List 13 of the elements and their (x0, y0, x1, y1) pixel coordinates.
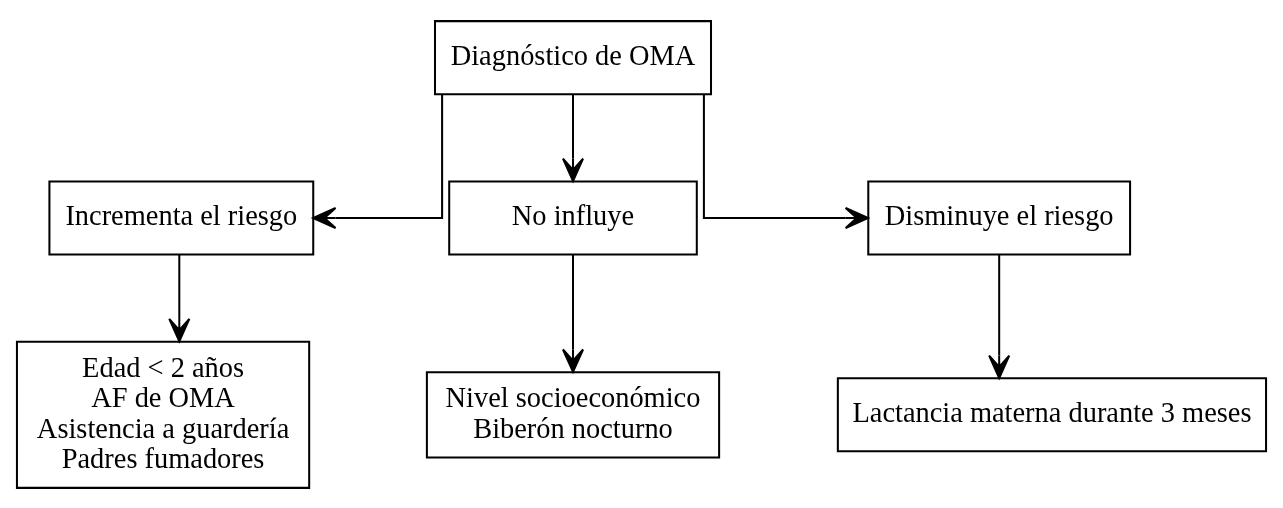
node-box: No influye (448, 179, 698, 255)
arrow (702, 94, 869, 229)
arrow (561, 254, 585, 373)
node-box: Lactancia materna durante 3 meses (836, 376, 1268, 452)
arrow (561, 94, 585, 182)
arrow (312, 94, 444, 229)
arrow (168, 254, 191, 342)
node-box: Diagnóstico de OMA (434, 19, 713, 95)
node-box: Nivel socioeconómico Biberón nocturno (425, 370, 721, 458)
arrow (988, 254, 1011, 379)
node-box: Edad < 2 años AF de OMA Asistencia a guardería Padres fumadores (15, 340, 311, 489)
node-box: Incrementa el riesgo (48, 179, 315, 255)
node-box: Disminuye el riesgo (867, 179, 1132, 255)
